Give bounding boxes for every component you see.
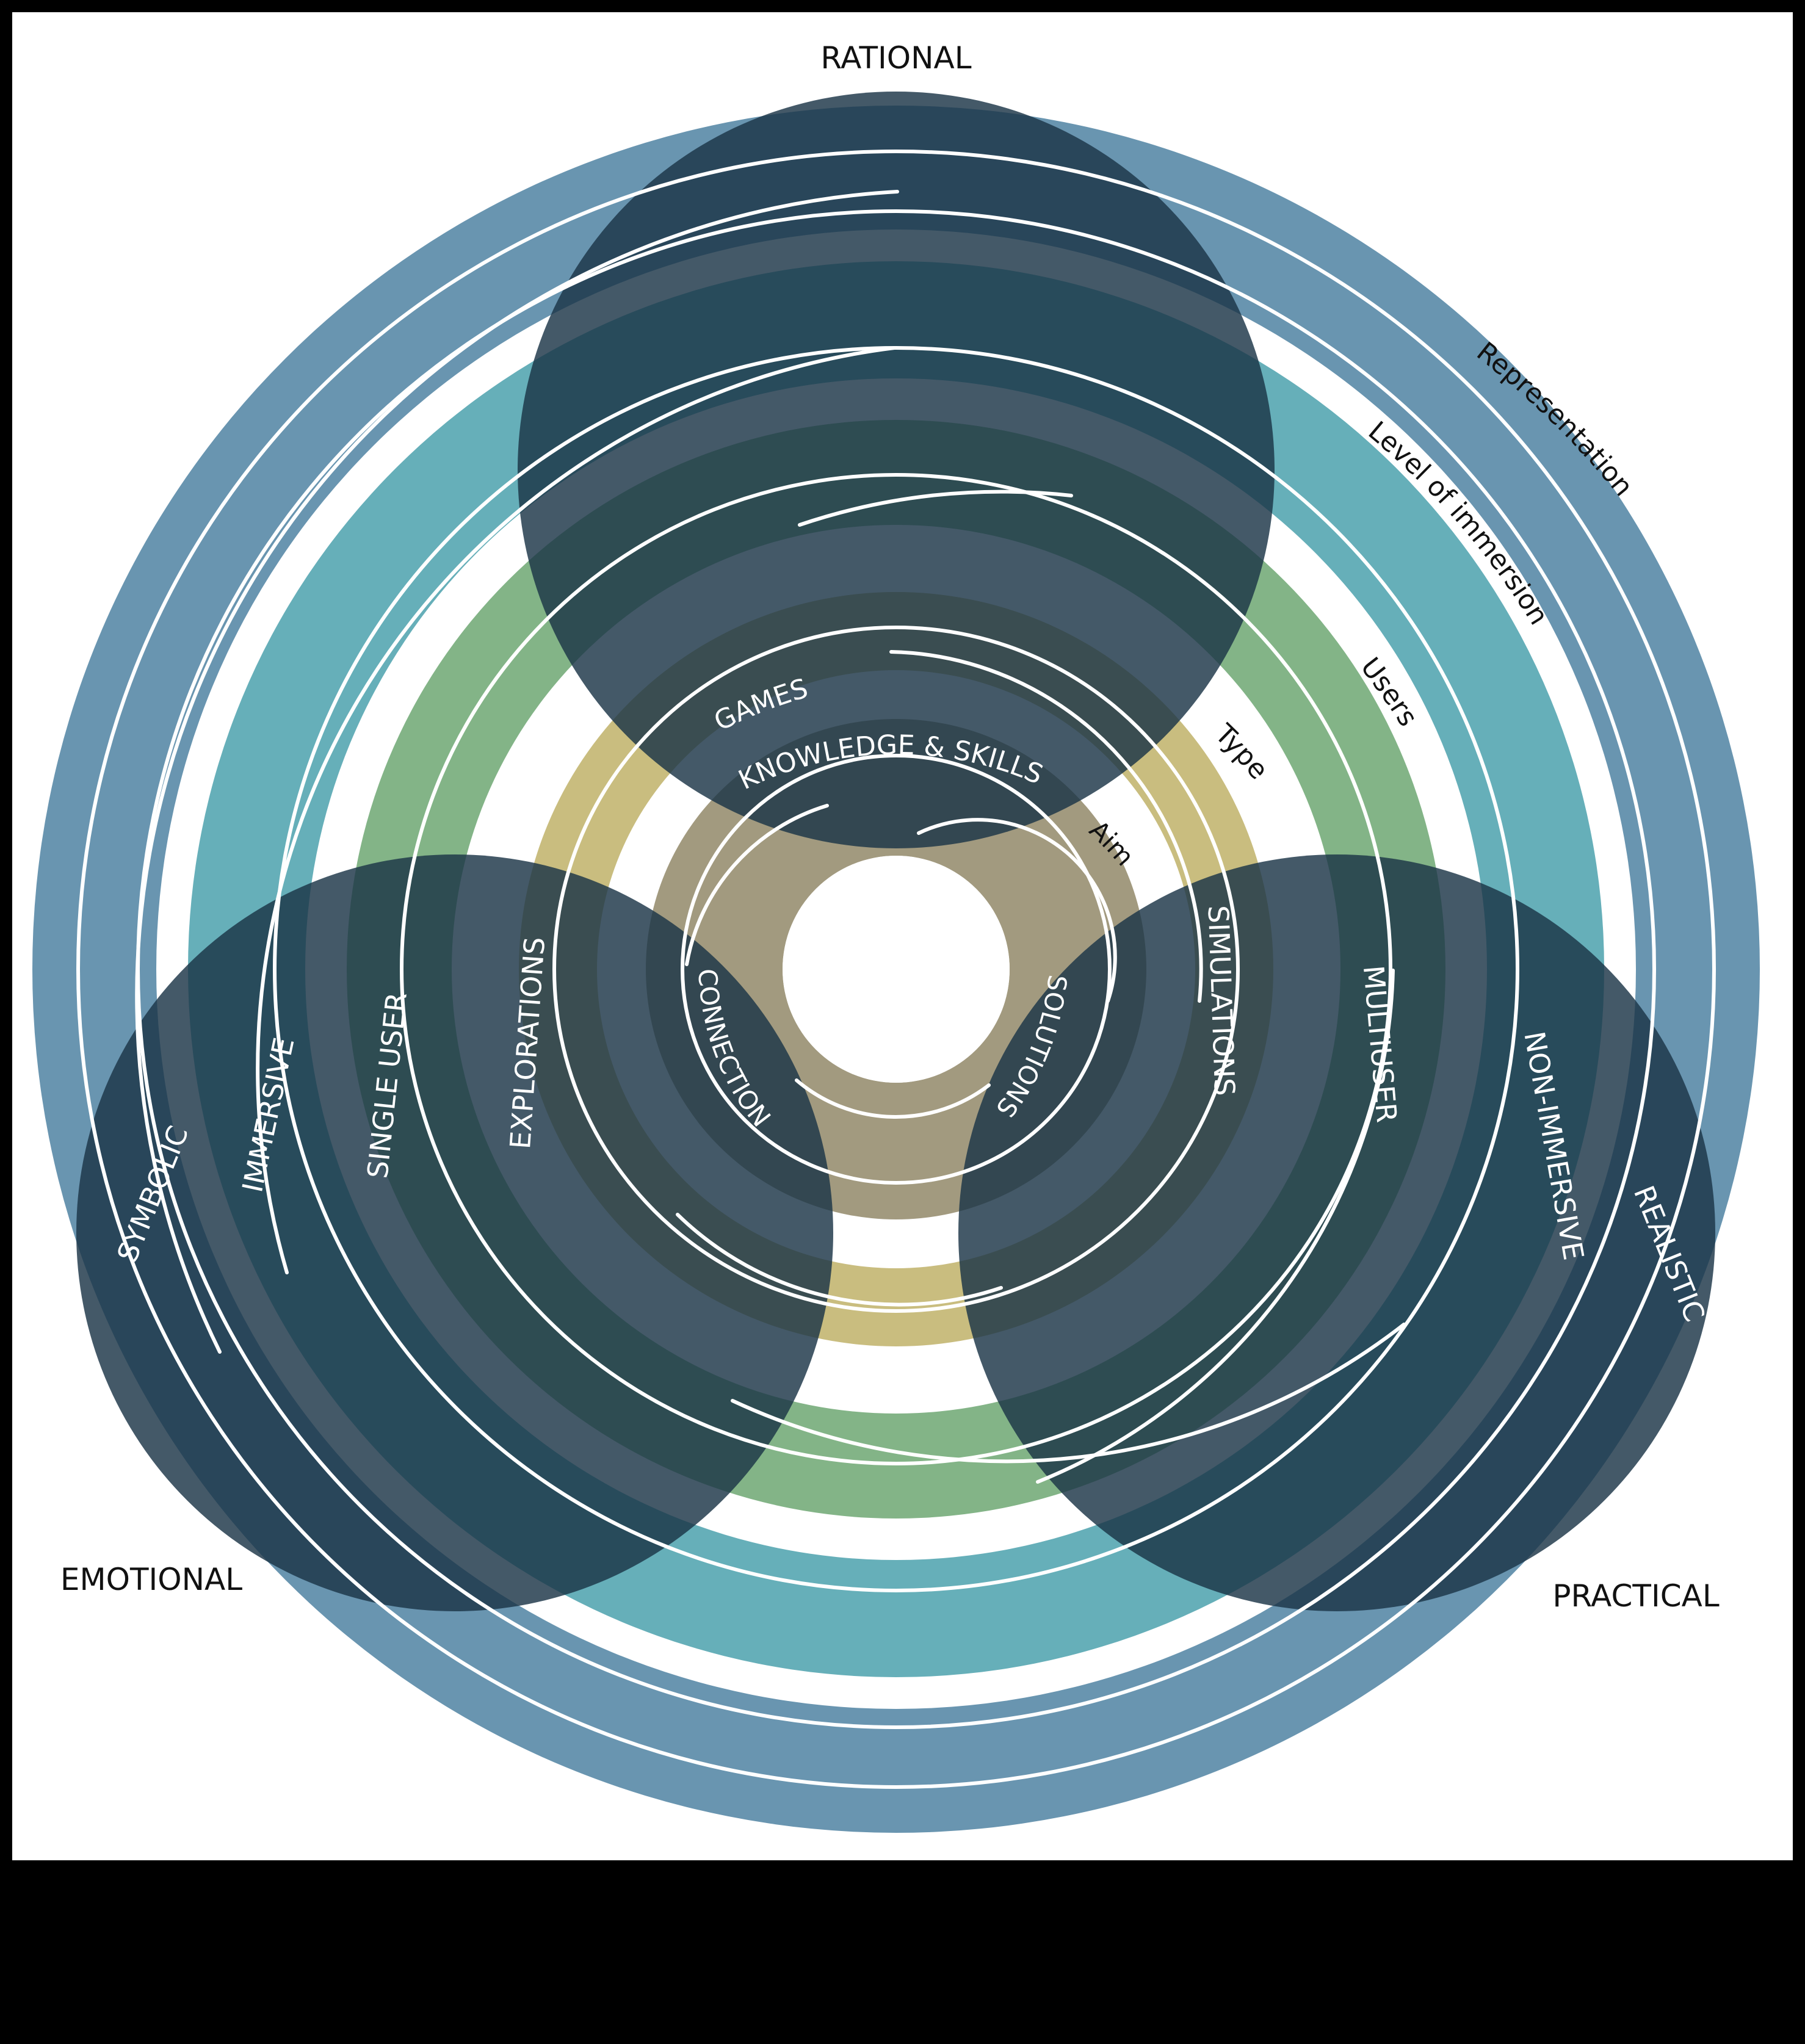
rational-label: RATIONAL [820,40,971,76]
practical-label: PRACTICAL [1552,1578,1720,1614]
arc-line [400,473,1392,1465]
arc-line [676,1213,1003,1307]
arc-line [135,190,899,1354]
arc-line [731,1323,1406,1464]
rational-circle [518,92,1275,848]
arc-line [76,150,1716,1789]
arc-line [256,346,896,1274]
arc-line [273,346,1519,1592]
arc-line [917,818,1117,1003]
arc-line [795,1078,991,1119]
simulations-label: SIMULATIONS [1202,905,1242,1097]
arc-line [136,209,1656,1729]
divider-arcs [76,150,1716,1789]
arc-line [552,626,1240,1313]
arc-line [798,489,1073,527]
arc-line [889,650,1203,1003]
practical-circle [958,854,1715,1611]
center-hole [783,856,1010,1083]
arc-line [685,804,829,966]
emotional-label: EMOTIONAL [60,1562,242,1597]
overlap-circles [76,92,1715,1611]
emotional-circle [76,854,833,1611]
arc-line [681,754,1112,1185]
